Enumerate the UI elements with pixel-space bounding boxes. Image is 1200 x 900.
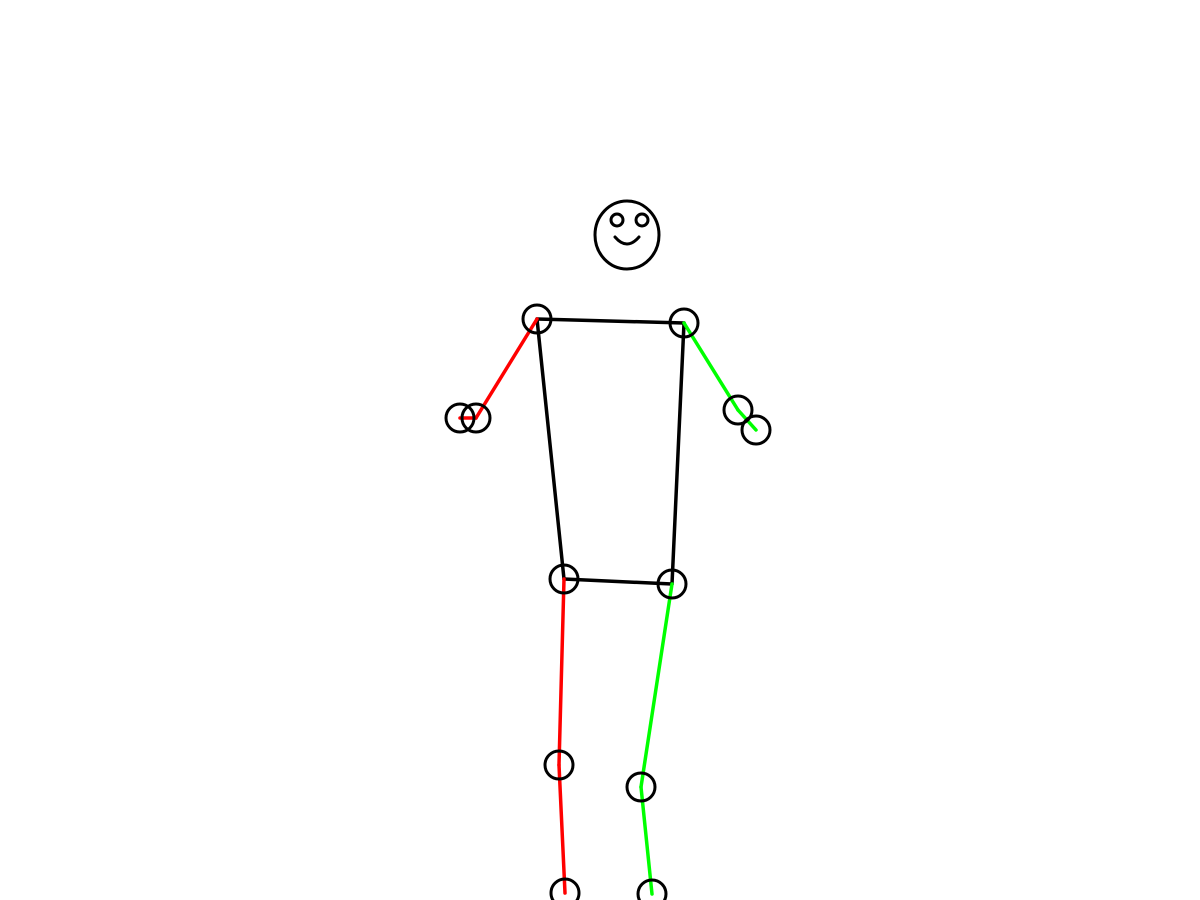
right-wrist-joint	[444, 402, 476, 434]
right-shin-segment	[557, 763, 567, 895]
right-ankle-joint	[549, 877, 581, 900]
smile-icon	[613, 235, 641, 246]
left-hip-joint	[656, 568, 688, 600]
right-hip-joint	[548, 563, 580, 595]
left-eye-icon	[634, 212, 650, 228]
right-torso-side-segment	[535, 317, 566, 581]
left-knee-joint	[625, 771, 657, 803]
left-torso-side-segment	[670, 321, 686, 586]
right-shoulder-joint	[521, 303, 553, 335]
left-shin-segment	[639, 785, 654, 896]
left-wrist-joint	[740, 414, 772, 446]
hip-line-segment	[562, 577, 674, 586]
left-elbow-joint	[722, 394, 754, 426]
shoulder-line-segment	[535, 317, 686, 325]
right-knee-joint	[543, 749, 575, 781]
right-thigh-segment	[557, 577, 566, 767]
skeleton-joints	[444, 303, 772, 900]
left-upper-arm-segment	[682, 321, 740, 412]
head-outline	[593, 199, 661, 271]
head	[593, 199, 661, 271]
right-upper-arm-segment	[474, 317, 539, 420]
right-elbow-joint	[460, 402, 492, 434]
left-shoulder-joint	[668, 307, 700, 339]
right-eye-icon	[609, 212, 625, 228]
left-thigh-segment	[639, 582, 674, 789]
left-ankle-joint	[636, 878, 668, 900]
